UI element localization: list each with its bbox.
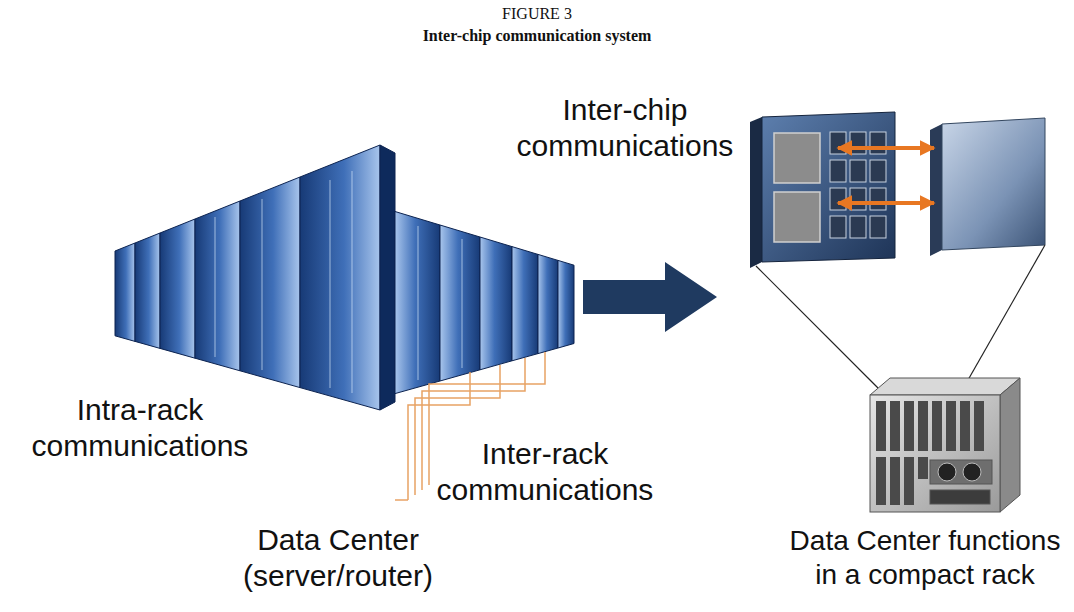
figure-title: Inter-chip communication system xyxy=(0,26,1074,46)
server-racks-part xyxy=(195,201,240,371)
network-cables-part xyxy=(395,499,408,501)
illustration-label: Data Center (server/router) xyxy=(208,522,468,594)
chip-board-part xyxy=(774,192,820,242)
chip-board-part-part xyxy=(830,188,846,210)
figure-title-holder: Inter-chip communication system xyxy=(0,26,1074,46)
chip-board-part-part xyxy=(830,132,846,154)
compact-rack-part-part xyxy=(876,401,886,451)
compact-rack-part xyxy=(876,401,984,505)
chip-board xyxy=(750,112,895,268)
chip-board-part xyxy=(762,112,895,262)
compact-rack-part-part xyxy=(904,457,914,505)
rack-door-lines-part xyxy=(417,226,419,380)
chip-board-part xyxy=(774,133,820,183)
server-racks-part xyxy=(440,225,480,381)
zoom-lines xyxy=(756,245,1045,388)
chip-board-part-part xyxy=(830,216,846,238)
illustration-label-holder: Intra-rack communications xyxy=(15,392,265,464)
compact-rack-part-part xyxy=(946,401,956,451)
illustration-label: Data Center functions in a compact rack xyxy=(780,524,1070,592)
chip-board-part-part xyxy=(830,160,846,182)
inter-chip-arrows-part xyxy=(838,146,934,150)
illustration-label-holder: Inter-rack communications xyxy=(425,436,665,508)
server-racks-part xyxy=(558,260,574,348)
server-racks xyxy=(115,145,574,410)
rack-door-lines-part xyxy=(329,180,331,388)
rack-door-lines-part xyxy=(351,171,353,393)
server-racks-part xyxy=(380,145,395,410)
zoom-lines-part xyxy=(968,245,1045,380)
inter-chip-arrows xyxy=(838,148,934,203)
server-racks-part xyxy=(135,233,160,348)
chip-board-part xyxy=(750,117,762,268)
illustration-label-holder: Data Center functions in a compact rack xyxy=(780,524,1070,592)
network-cables-part xyxy=(422,358,525,490)
compact-rack-part-part xyxy=(876,457,886,505)
compact-rack-part-part xyxy=(960,401,970,451)
compact-rack-part-part xyxy=(904,401,914,451)
transition-arrow xyxy=(583,262,717,332)
chip-board-part-part xyxy=(870,216,886,238)
figure-number: FIGURE 3 xyxy=(0,4,1074,24)
server-racks-part xyxy=(160,219,195,358)
compact-rack-part xyxy=(1000,378,1020,512)
second-chip-board-part xyxy=(942,118,1045,250)
chip-board-part-part xyxy=(850,160,866,182)
second-chip-board-part xyxy=(930,124,942,256)
server-racks-part xyxy=(300,145,380,410)
compact-rack-part-part xyxy=(974,401,984,451)
zoom-lines-part xyxy=(756,266,878,388)
server-racks-part xyxy=(512,247,538,361)
rack-door-lines-part xyxy=(461,239,463,368)
illustration-label: Inter-rack communications xyxy=(425,436,665,508)
compact-rack-part-part xyxy=(918,457,928,479)
compact-rack-part xyxy=(930,490,990,504)
illustration-label: Inter-chip communications xyxy=(500,92,750,164)
chip-board-part-part xyxy=(850,188,866,210)
compact-rack-part xyxy=(930,460,992,484)
server-racks-part xyxy=(115,243,135,341)
chip-board-part-part xyxy=(850,216,866,238)
compact-rack-part-part xyxy=(918,401,928,451)
compact-rack-part-part xyxy=(932,401,942,451)
compact-rack-part xyxy=(963,463,981,481)
server-racks-part xyxy=(480,237,512,370)
illustration-label: Intra-rack communications xyxy=(15,392,265,464)
compact-rack-part xyxy=(870,395,1000,512)
chip-board-part-part xyxy=(870,132,886,154)
compact-rack-part xyxy=(938,463,956,481)
illustration-label-holder: Inter-chip communications xyxy=(500,92,750,164)
chip-board-part-part xyxy=(870,160,886,182)
rack-door-lines-part xyxy=(261,199,263,370)
inter-chip-arrows-part xyxy=(838,201,934,205)
chip-board-part-part xyxy=(850,132,866,154)
second-chip-board xyxy=(930,118,1045,256)
server-racks-part xyxy=(538,254,558,353)
chip-board-part-part xyxy=(870,188,886,210)
rack-door-lines xyxy=(215,171,462,393)
server-racks-part xyxy=(240,177,300,388)
server-racks-part xyxy=(395,212,440,394)
compact-rack-part-part xyxy=(890,401,900,451)
compact-rack-part-part xyxy=(890,457,900,505)
illustration-label-holder: Data Center (server/router) xyxy=(208,522,468,594)
compact-rack-part xyxy=(870,378,1020,395)
compact-rack xyxy=(870,378,1020,512)
figure-number-holder: FIGURE 3 xyxy=(0,4,1074,24)
rack-door-lines-part xyxy=(214,217,216,357)
